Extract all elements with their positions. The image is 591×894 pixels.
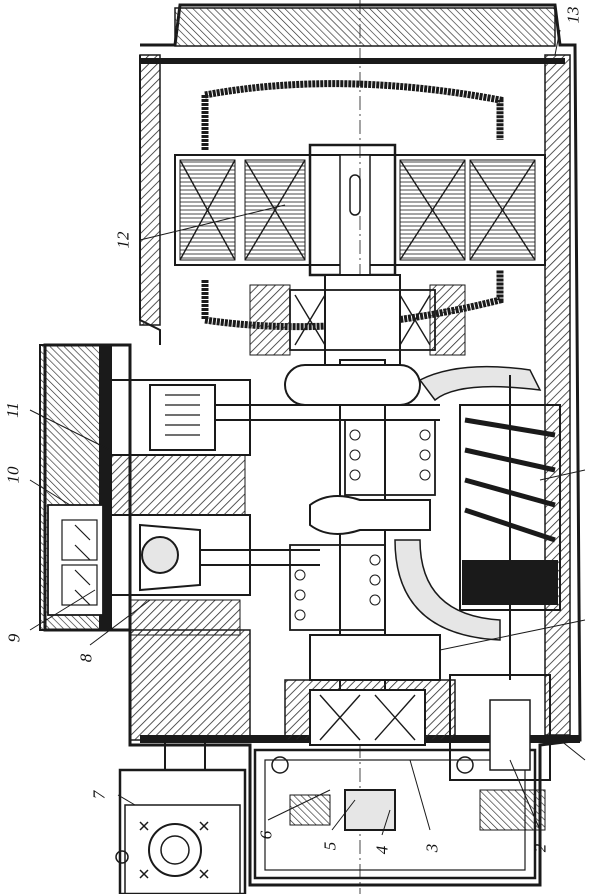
oil-separator bbox=[459, 375, 561, 680]
callout-9: 9 bbox=[4, 633, 24, 643]
cylinder-piston-assembly bbox=[99, 379, 440, 636]
callout-8: 8 bbox=[76, 653, 96, 663]
callout-6: 6 bbox=[256, 830, 276, 840]
callout-3: 3 bbox=[422, 843, 442, 853]
leader-lines bbox=[29, 29, 586, 836]
oil-pump-section bbox=[271, 674, 551, 831]
callout-11: 11 bbox=[2, 402, 22, 418]
callout-5: 5 bbox=[320, 841, 340, 851]
cylinder-head bbox=[39, 344, 112, 631]
electric-motor bbox=[174, 80, 546, 331]
terminal-box bbox=[115, 739, 247, 894]
roller-bearing-lower bbox=[289, 544, 386, 631]
crankshaft bbox=[249, 0, 542, 894]
callout-4: 4 bbox=[372, 845, 392, 855]
callout-12: 12 bbox=[113, 231, 133, 249]
callout-13: 13 bbox=[563, 6, 583, 24]
callout-7: 7 bbox=[89, 790, 109, 800]
callout-2: 2 bbox=[530, 843, 550, 853]
callout-10: 10 bbox=[3, 466, 23, 484]
